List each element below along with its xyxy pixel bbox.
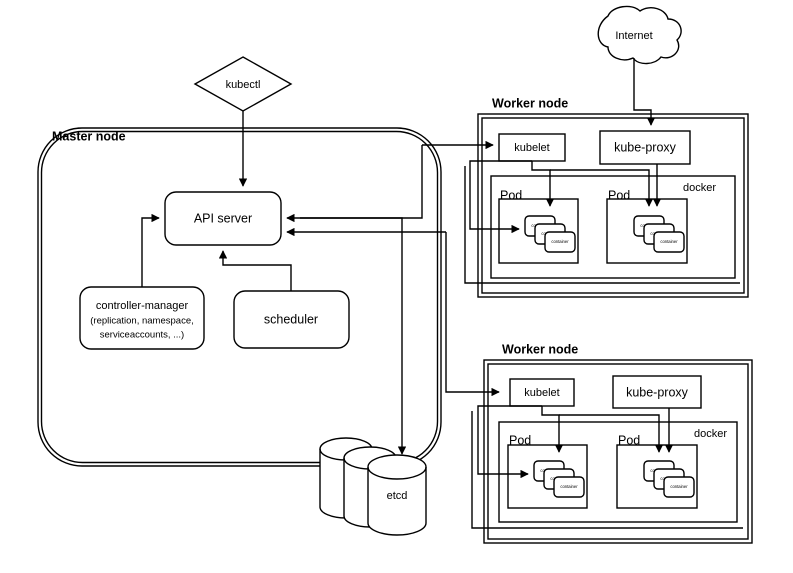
worker-node-2-pod-1-label: Pod: [509, 433, 531, 447]
worker-node-2-kubelet: kubelet: [509, 378, 575, 407]
worker-node-1-pod-1: container container container: [498, 198, 579, 264]
api-server-label: API server: [194, 211, 252, 225]
worker-node-1-pod-2-label: Pod: [608, 188, 630, 202]
worker-node-2-kube-proxy-label: kube-proxy: [626, 385, 689, 399]
kubectl-label: kubectl: [226, 79, 261, 91]
edge-worker2-kubelet-to-pod-1-container: [477, 405, 542, 479]
edge-scheduler-to-api-server: [218, 250, 292, 291]
master-node-boundary: [37, 127, 442, 467]
worker-node-1-docker-label: docker: [683, 182, 716, 194]
worker-node-1-kube-proxy-label: kube-proxy: [614, 140, 677, 154]
scheduler-node: scheduler: [233, 290, 350, 349]
edge-worker2-kubelet-to-pod-1: [541, 406, 564, 453]
edge-internet-to-worker1-kube-proxy: [633, 58, 656, 126]
worker-node-1-boundary: [477, 113, 749, 298]
worker-node-2-pod-2: container container container: [616, 444, 698, 509]
worker-node-1-pod-2-containers: container container container: [633, 215, 685, 253]
api-server-node: API server: [164, 191, 282, 246]
master-node-label: Master node: [52, 129, 126, 143]
kubectl-node: kubectl: [193, 56, 293, 112]
worker-node-1-kube-proxy: kube-proxy: [599, 130, 691, 165]
internet-node: Internet: [597, 5, 682, 65]
worker-node-1-label: Worker node: [492, 96, 568, 110]
container-label: container: [660, 239, 678, 244]
worker-node-2-kubelet-label: kubelet: [524, 387, 559, 399]
worker-node-1-kubelet: kubelet: [498, 133, 566, 162]
worker-node-2-kube-proxy: kube-proxy: [612, 375, 702, 409]
etcd-node: etcd: [319, 437, 427, 536]
edge-worker1-kubelet-return-to-api-server: [286, 145, 423, 223]
container-label: container: [560, 484, 578, 489]
etcd-label: etcd: [387, 490, 408, 502]
edge-controller-manager-to-api-server: [141, 213, 160, 287]
edge-worker1-kubelet-to-pod-2: [550, 169, 654, 207]
worker-node-2-docker: docker: [498, 421, 738, 523]
container-label: container: [670, 484, 688, 489]
worker-node-2-docker-label: docker: [694, 428, 727, 440]
edge-worker1-kubelet-to-pod-1: [531, 161, 555, 207]
worker-node-1-pod-1-label: Pod: [500, 188, 522, 202]
worker-node-2-pod-1: container container container: [507, 444, 588, 509]
controller-manager-sub-line-2: serviceaccounts, ...): [100, 330, 184, 341]
worker-node-1-pod-1-containers: container container container: [524, 215, 576, 253]
edge-worker2-kubelet-to-pod-2: [559, 414, 664, 453]
edge-worker2-bottom-return-line: [471, 411, 743, 529]
controller-manager-sub-line-1: (replication, namespace,: [90, 316, 194, 327]
edge-worker1-bottom-return-line: [464, 166, 740, 284]
worker-node-2-label: Worker node: [502, 342, 578, 356]
edge-worker1-kubelet-to-pod-1-container: [469, 160, 532, 234]
internet-label: Internet: [615, 30, 652, 42]
container-label: container: [551, 239, 569, 244]
worker-node-1-pod-2: container container container: [606, 198, 688, 264]
worker-node-2-pod-1-containers: container container container: [533, 460, 585, 498]
worker-node-1-kubelet-label: kubelet: [514, 142, 549, 154]
worker-node-2-pod-2-containers: container container container: [643, 460, 695, 498]
worker-node-1-docker: docker: [490, 175, 736, 279]
scheduler-label: scheduler: [264, 312, 318, 326]
worker-node-2-pod-2-label: Pod: [618, 433, 640, 447]
controller-manager-node: controller-manager (replication, namespa…: [79, 286, 205, 350]
worker-node-2-boundary: [483, 359, 753, 544]
controller-manager-label: controller-manager: [96, 300, 189, 312]
edge-api-server-to-worker2-kubelet: [445, 232, 500, 397]
